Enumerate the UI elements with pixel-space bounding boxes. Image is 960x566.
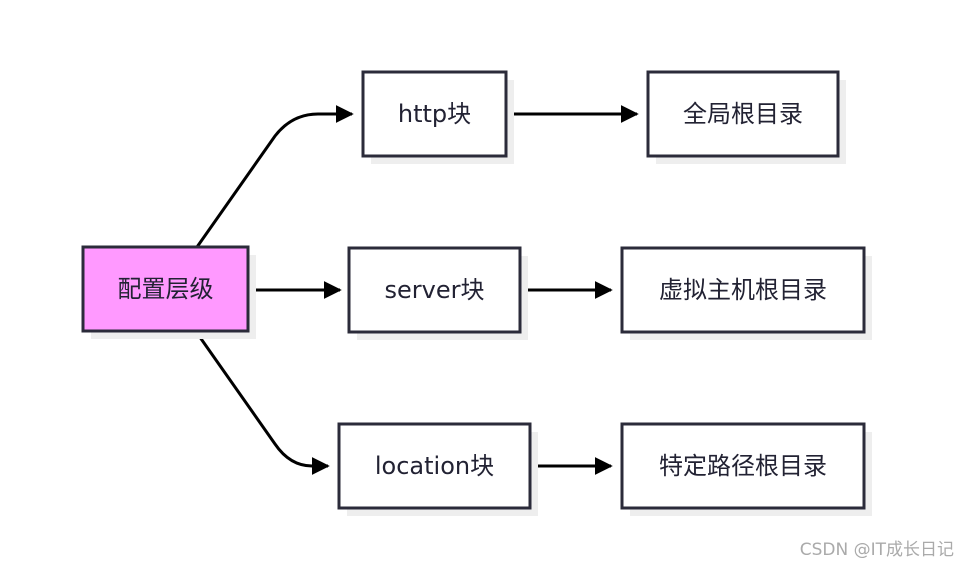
node-label: location块 [375, 452, 494, 480]
node-label: 特定路径根目录 [659, 452, 827, 480]
node-server-block: server块 [347, 246, 528, 340]
edge-root-to-http [195, 105, 354, 248]
node-box [81, 245, 250, 333]
node-box [337, 422, 532, 510]
node-global-root: 全局根目录 [646, 70, 846, 164]
node-vhost-root: 虚拟主机根目录 [620, 246, 872, 340]
node-box [620, 246, 866, 334]
node-path-root: 特定路径根目录 [620, 422, 872, 516]
node-label: server块 [385, 276, 485, 304]
watermark: CSDN @IT成长日记 [799, 540, 954, 560]
node-http-block: http块 [361, 70, 514, 164]
node-label: 全局根目录 [683, 100, 803, 128]
node-box [646, 70, 840, 158]
node-label: 虚拟主机根目录 [659, 276, 827, 304]
node-box [620, 422, 866, 510]
node-config-levels: 配置层级 [81, 245, 256, 339]
node-label: 配置层级 [118, 275, 214, 303]
node-box [347, 246, 522, 334]
edge-root-to-location [195, 332, 330, 475]
edges [195, 105, 639, 475]
node-label: http块 [398, 100, 471, 128]
node-location-block: location块 [337, 422, 538, 516]
node-box [361, 70, 508, 158]
